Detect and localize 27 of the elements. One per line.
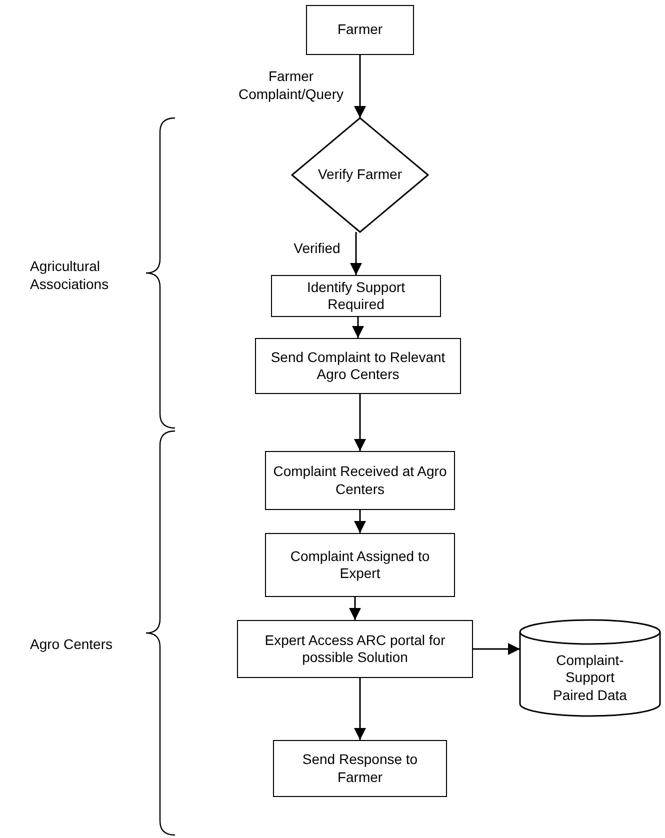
box-text: Send Response to Farmer (301, 751, 419, 786)
box-text: Complaint Received at Agro Centers (272, 463, 448, 498)
process-box (306, 5, 414, 55)
box-text: Farmer (337, 21, 383, 39)
process-box (265, 451, 455, 510)
arrow (354, 394, 366, 451)
group-label: Agro Centers (30, 636, 114, 654)
arrow (473, 643, 520, 655)
box-text: Send Complaint to Relevant Agro Centers (270, 348, 446, 384)
box-text: Identify Support Required (306, 278, 406, 314)
process-box (265, 533, 455, 597)
box-text: Complaint Assigned to Expert (289, 548, 431, 582)
process-box (255, 338, 461, 394)
arrow (354, 510, 366, 533)
process-box (273, 740, 447, 797)
process-box (271, 275, 441, 317)
arrow (350, 232, 362, 275)
group-label: Agricultural Associations (30, 258, 110, 293)
process-box (237, 620, 473, 678)
arrow (354, 55, 366, 118)
box-text: Expert Access ARC portal for possible Solution (264, 632, 446, 666)
edge-label: Farmer Complaint/Query (236, 68, 346, 103)
arrow (352, 317, 364, 338)
decision-text: Verify Farmer (318, 166, 402, 184)
arrow (349, 597, 361, 620)
arrow (354, 678, 366, 740)
database-text: Complaint- Support Paired Data (552, 652, 628, 704)
